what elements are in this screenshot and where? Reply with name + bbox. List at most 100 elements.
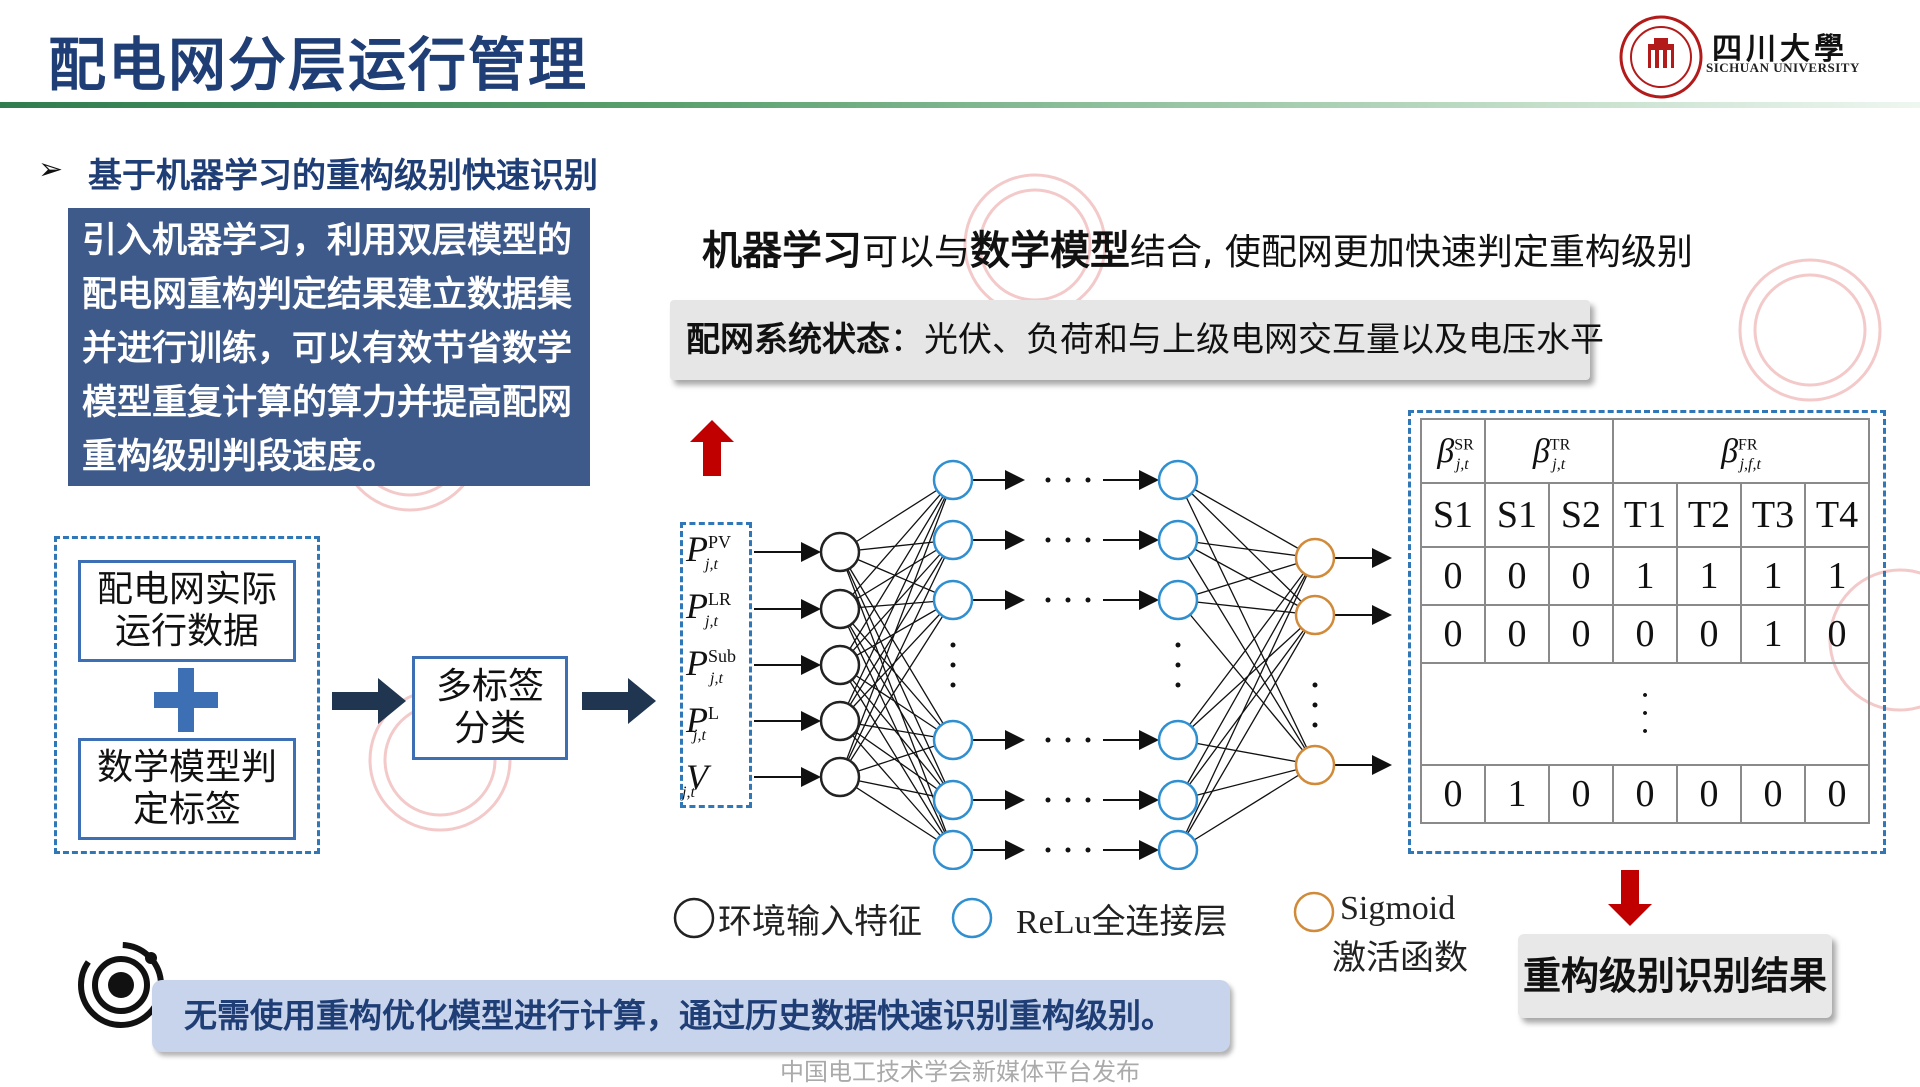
- input-symbol: Vj,t: [682, 757, 708, 802]
- section-subtitle: 基于机器学习的重构级别快速识别: [88, 156, 598, 196]
- relu-node: [1157, 519, 1199, 561]
- column-header-cell: S2: [1548, 482, 1614, 548]
- ellipsis-dot: [1085, 797, 1091, 803]
- table-cell: 0: [1612, 604, 1678, 664]
- red-down-arrow-icon: [1608, 870, 1652, 926]
- column-header-cell: S1: [1484, 482, 1550, 548]
- input-features-box: [680, 522, 752, 808]
- group-header-cell: βSRj,t: [1420, 418, 1486, 484]
- ellipsis-dot: [1045, 737, 1051, 743]
- input-symbol: PSubj,t: [686, 643, 737, 688]
- legend-input-node-icon: [673, 897, 715, 939]
- nn-edge: [1177, 557, 1316, 851]
- neural-network-diagram: [754, 459, 1392, 870]
- nn-edge: [839, 479, 954, 722]
- nn-edge: [1177, 739, 1316, 766]
- actual-data-label: 配电网实际运行数据: [97, 569, 278, 652]
- nn-edge: [1177, 764, 1316, 801]
- ellipsis-dot: [1065, 537, 1071, 543]
- ml-keyword-2: 数学模型: [970, 228, 1131, 274]
- nn-edge: [839, 664, 954, 851]
- table-cell: 0: [1676, 764, 1742, 824]
- nn-edge: [839, 599, 954, 722]
- input-node: [819, 644, 861, 686]
- footer-credit: 中国电工技术学会新媒体平台发布: [780, 1058, 1140, 1086]
- ellipsis-row: ···: [1420, 662, 1870, 766]
- input-symbol: PLj,t: [686, 700, 719, 745]
- nn-edge: [839, 479, 954, 666]
- ellipsis-dot: [1085, 737, 1091, 743]
- relu-node: [932, 719, 974, 761]
- table-cell: 0: [1548, 546, 1614, 606]
- bottom-summary-bar: 无需使用重构优化模型进行计算，通过历史数据快速识别重构级别。: [152, 980, 1230, 1052]
- nn-edge: [839, 539, 954, 778]
- ellipsis-dot: [1045, 537, 1051, 543]
- table-cell: 1: [1804, 546, 1870, 606]
- ellipsis-dot: [1065, 847, 1071, 853]
- table-cell: 1: [1740, 546, 1806, 606]
- nn-edge: [839, 599, 954, 778]
- ellipsis-dot: [1065, 597, 1071, 603]
- nn-edge: [839, 539, 954, 666]
- relu-node: [932, 779, 974, 821]
- ellipsis-dot: [1085, 847, 1091, 853]
- legend-sigmoid-label-2: 激活函数: [1332, 940, 1468, 977]
- nn-edge: [1177, 614, 1316, 851]
- column-header-cell: S1: [1420, 482, 1486, 548]
- nn-edge: [1177, 539, 1316, 559]
- group-header-cell: βTRj,t: [1484, 418, 1614, 484]
- header-divider: [0, 102, 1920, 108]
- ellipsis-dot: [1045, 847, 1051, 853]
- nn-edge: [1177, 614, 1316, 801]
- column-header-cell: T1: [1612, 482, 1678, 548]
- nn-edge: [1177, 557, 1316, 801]
- university-name-en: SICHUAN UNIVERSITY: [1706, 60, 1860, 75]
- actual-data-box: 配电网实际运行数据: [78, 560, 296, 662]
- nn-edge: [839, 539, 954, 610]
- column-header-cell: T4: [1804, 482, 1870, 548]
- arrow-right-icon: [332, 678, 406, 724]
- ellipsis-dot: [950, 682, 956, 688]
- table-cell: 1: [1484, 764, 1550, 824]
- nn-edge: [1177, 764, 1316, 851]
- ellipsis-dot: [950, 662, 956, 668]
- ellipsis-dot: [1085, 597, 1091, 603]
- nn-edge: [839, 539, 954, 722]
- relu-node: [1157, 719, 1199, 761]
- nn-edge: [839, 479, 954, 553]
- nn-edge: [1177, 479, 1316, 559]
- system-state-label: 配网系统状态: [686, 320, 890, 360]
- nn-edge: [1177, 557, 1316, 741]
- table-cell: 0: [1804, 764, 1870, 824]
- university-seal-icon: [1619, 15, 1703, 99]
- table-cell: 0: [1548, 604, 1614, 664]
- ellipsis-dot: [1312, 682, 1318, 688]
- multilabel-box: 多标签分类: [412, 656, 568, 760]
- table-cell: 0: [1548, 764, 1614, 824]
- table-cell: 0: [1484, 604, 1550, 664]
- sigmoid-node: [1294, 594, 1336, 636]
- nn-edge: [839, 776, 954, 851]
- table-cell: 1: [1740, 604, 1806, 664]
- legend-relu-label: ReLu全连接层: [1016, 904, 1228, 941]
- input-node: [819, 588, 861, 630]
- nn-edge: [1177, 479, 1316, 766]
- ellipsis-dot: [1085, 537, 1091, 543]
- table-cell: 0: [1740, 764, 1806, 824]
- relu-node: [932, 519, 974, 561]
- nn-edge: [1177, 557, 1316, 601]
- table-cell: 0: [1804, 604, 1870, 664]
- table-cell: 0: [1420, 604, 1486, 664]
- nn-edge: [839, 608, 954, 851]
- nn-edge: [1177, 614, 1316, 741]
- legend-input-label: 环境输入特征: [718, 904, 922, 941]
- ellipsis-dot: [1175, 682, 1181, 688]
- ellipsis-dot: [1085, 477, 1091, 483]
- ellipsis-dot: [1312, 722, 1318, 728]
- ml-text-1: 可以与: [862, 232, 971, 273]
